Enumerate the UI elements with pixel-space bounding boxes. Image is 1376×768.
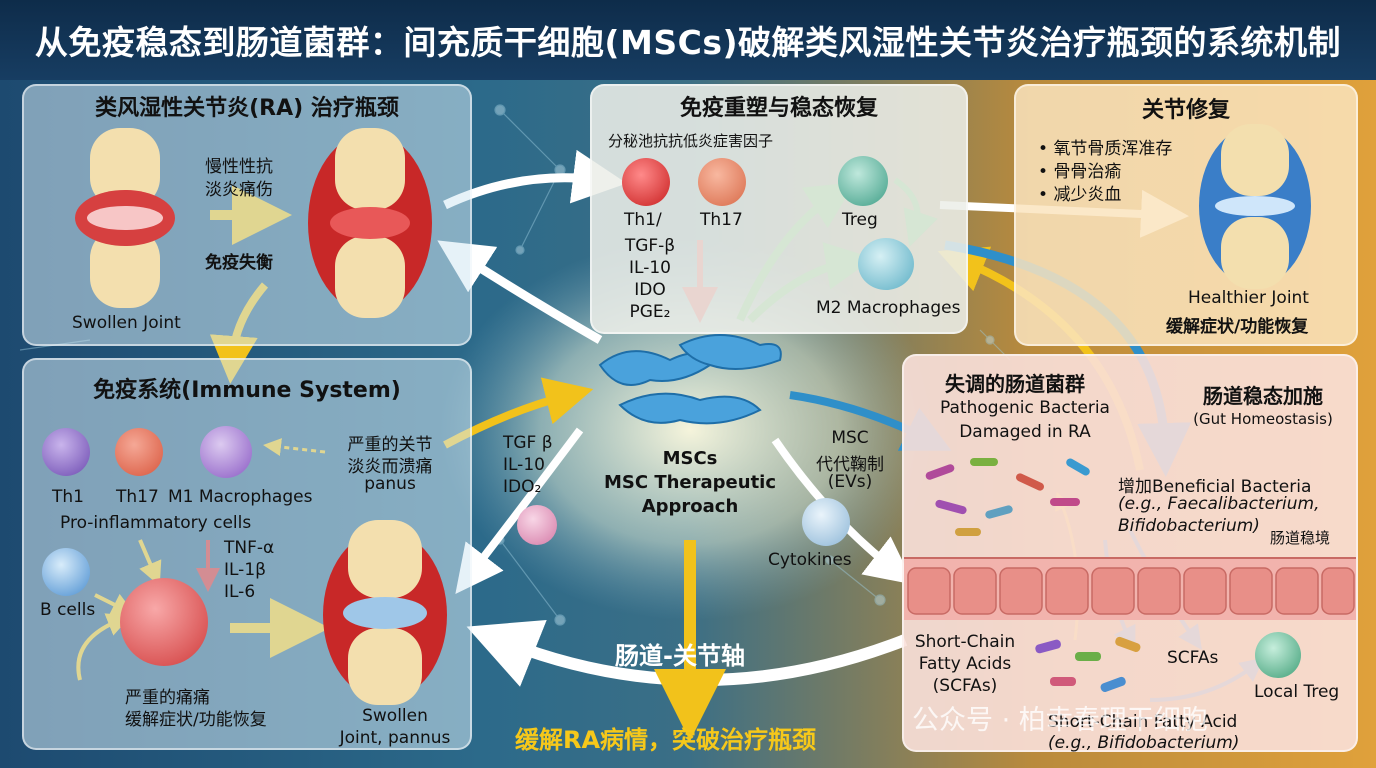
pathogenic-label-2: Damaged in RA [959,422,1091,442]
homeostasis-subtitle: (Gut Homeostasis) [1193,410,1333,428]
severe-text-3: panus [364,474,416,494]
bacteria-illustration [925,458,1090,536]
left-factor-il10: IL-10 [503,455,545,475]
homeostasis-title: 肠道稳态加施 [1203,384,1323,408]
beneficial-label: 增加Beneficial Bacteria [1118,477,1312,497]
relief-text-1: 严重的痛痛 [125,688,210,708]
m1-macrophages-label: M1 Macrophages [168,487,313,507]
treg-cell-icon [838,156,888,206]
m1-macrophage-icon [200,426,252,478]
th17-reshape-cell-icon [698,158,746,206]
scfa-molecules-illustration [1035,636,1141,693]
ra-imbalance: 免疫失衡 [205,253,273,273]
arrow-msc-to-ra [437,240,603,344]
msc-label-2: MSC Therapeutic [603,472,777,493]
th1-cell-icon [42,428,90,476]
joint-relief-label: 缓解症状/功能恢复 [1166,317,1309,337]
page-title: 从免疫稳态到肠道菌群：间充质干细胞(MSCs)破解类风湿性关节炎治疗瓶颈的系统机… [0,0,1376,80]
pannus-label-1: Swollen [362,706,428,726]
sc-bottom-label-2: (e.g., Bifidobacterium) [1048,733,1240,753]
m2-macrophages-label: M2 Macrophages [816,298,961,318]
cytokine-tnf: TNF-α [224,538,275,558]
healthier-joint-label: Healthier Joint [1188,288,1309,308]
inflamed-cell-icon [120,578,208,666]
gut-stable-label: 肠道稳境 [1270,529,1331,547]
scfa-label-2: Fatty Acids [918,654,1012,674]
joint-bullet-3: • 减少炎血 [1038,185,1122,205]
reshape-subtitle: 分秘池抗抗低炎症害因子 [608,132,774,150]
joint-bullet-2: • 骨骨治瘉 [1038,162,1122,182]
b-cell-icon [42,548,90,596]
ra-arrow-text-1: 慢性性抗 [205,157,273,177]
gut-epithelium-illustration [904,557,1356,620]
gut-panel-title: 失调的肠道菌群 [945,372,1085,396]
severe-text-1: 严重的关节 [347,435,433,455]
joint-bullet-1: • 氧节骨质浑准存 [1038,139,1173,159]
th17-label: Th17 [116,487,159,507]
beneficial-eg-1: (e.g., Faecalibacterium, [1118,494,1320,514]
arrow-msc-to-joint [455,427,584,595]
gut-panel [902,354,1358,752]
msc-label-1: MSCs [662,448,718,469]
cytokine-il6: IL-6 [224,582,256,602]
reshape-panel-title: 免疫重塑与稳态恢复 [679,96,878,121]
local-treg-label: Local Treg [1254,682,1340,702]
scfa-label-1: Short-Chain [914,632,1016,652]
scfa-label-3: (SCFAs) [932,676,998,696]
th17-cell-icon [115,428,163,476]
pannus-label-2: Joint, pannus [339,728,451,748]
beneficial-eg-2: Bifidobacterium) [1118,516,1260,536]
severe-text-2: 淡炎而溃痛 [347,457,433,477]
cytokines-label: Cytokines [768,550,852,570]
immune-reshape-panel [590,84,968,334]
pro-inflammatory-label: Pro-inflammatory cells [60,513,252,533]
reshape-th17-label: Th17 [700,210,743,230]
gut-joint-axis-label: 肠道-关节轴 [615,642,745,670]
joint-illustration-swollen [308,128,432,318]
healthy-joint-illustration [1199,124,1311,289]
cytokine-il1b: IL-1β [224,560,266,580]
msc-label-3: Approach [641,496,739,517]
ra-joint-label: Swollen Joint [72,313,181,333]
ra-panel-title: 类风湿性关节炎(RA) 治疗瓶颈 [95,96,399,121]
left-factor-ido2: IDO₂ [503,477,542,497]
right-msc-3: (EVs) [827,472,873,492]
sc-bottom-label-1: Short-Chain Fatty Acid [1048,712,1238,732]
joint-panel-title: 关节修复 [1141,98,1230,123]
b-cells-label: B cells [40,600,96,620]
right-msc-2: 代代鞠制 [816,455,884,475]
m2-macrophage-icon [858,238,914,290]
joint-illustration-inflamed [75,128,175,308]
right-msc-1: MSC [831,428,869,448]
factor-ido: IDO [634,280,666,300]
treg-label: Treg [842,210,878,230]
reshape-th1-label: Th1/ [624,210,662,230]
pathogenic-label-1: Pathogenic Bacteria [940,398,1110,418]
msc-cells-illustration [598,334,782,425]
ev-vesicle-left-icon [517,505,557,545]
ra-arrow-text-2: 淡炎痛伤 [205,180,273,200]
local-treg-cell-icon [1255,632,1301,678]
left-factor-tgfb: TGF β [503,433,553,453]
relief-text-2: 缓解症状/功能恢复 [125,710,267,730]
th1-reshape-cell-icon [622,158,670,206]
ev-vesicle-right-icon [802,498,850,546]
th1-label: Th1 [52,487,84,507]
factor-pge2: PGE₂ [629,302,671,322]
factor-tgfb: TGF-β [624,236,676,256]
factor-il10: IL-10 [629,258,671,278]
immune-panel-title: 免疫系统(Immune System) [93,378,401,403]
watermark: 公众号 · 柏幸春理干细胞 [912,705,1208,736]
bottom-conclusion: 缓解RA病情，突破治疗瓶颈 [515,726,817,754]
joint-illustration-pannus [323,520,447,705]
scfas-label: SCFAs [1167,648,1219,668]
